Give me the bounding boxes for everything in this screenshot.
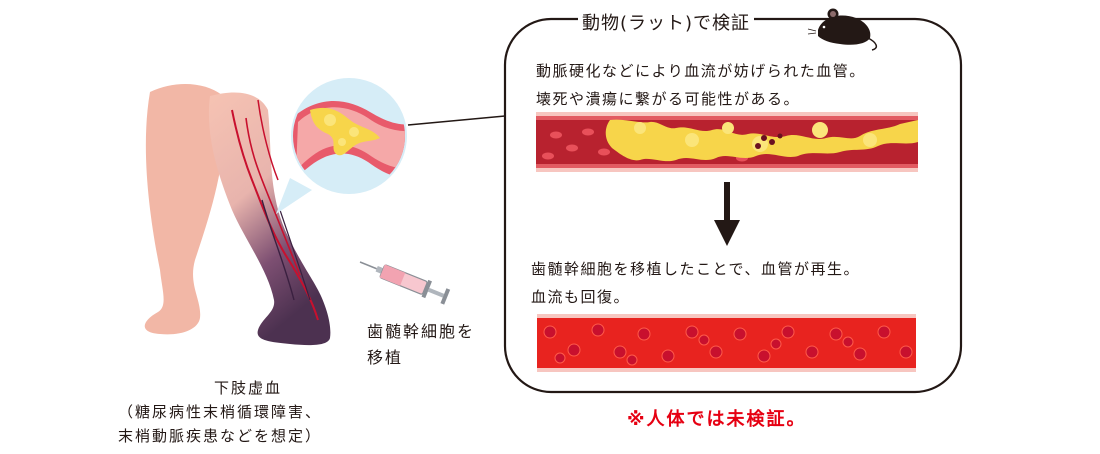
healthy-vessel	[537, 314, 916, 372]
connector-line	[407, 115, 506, 126]
before-description-line1: 動脈硬化などにより血流が妨げられた血管。	[536, 62, 866, 80]
after-description-line1: 歯髄幹細胞を移植したことで、血管が再生。	[531, 260, 860, 278]
condition-title: 下肢虚血	[214, 379, 283, 397]
condition-detail-line1: （糖尿病性末梢循環障害、	[118, 403, 323, 421]
before-description-line2: 壊死や潰瘍に繋がる可能性がある。	[536, 90, 801, 108]
syringe-icon	[359, 261, 451, 305]
warning-note: ※人体では未検証。	[627, 409, 807, 430]
injection-label-line2: 移植	[367, 348, 404, 367]
diseased-leg	[208, 92, 331, 346]
rat-icon	[807, 8, 878, 51]
after-description-line2: 血流も回復。	[531, 288, 631, 306]
panel-title: 動物(ラット)で検証	[578, 9, 755, 35]
down-arrow-icon	[714, 182, 740, 246]
back-leg	[144, 84, 225, 335]
injection-label-line1: 歯髄幹細胞を	[367, 322, 476, 341]
blocked-vessel	[536, 112, 918, 172]
zoom-bubble	[276, 78, 407, 214]
condition-detail-line2: 末梢動脈疾患などを想定）	[118, 427, 323, 445]
